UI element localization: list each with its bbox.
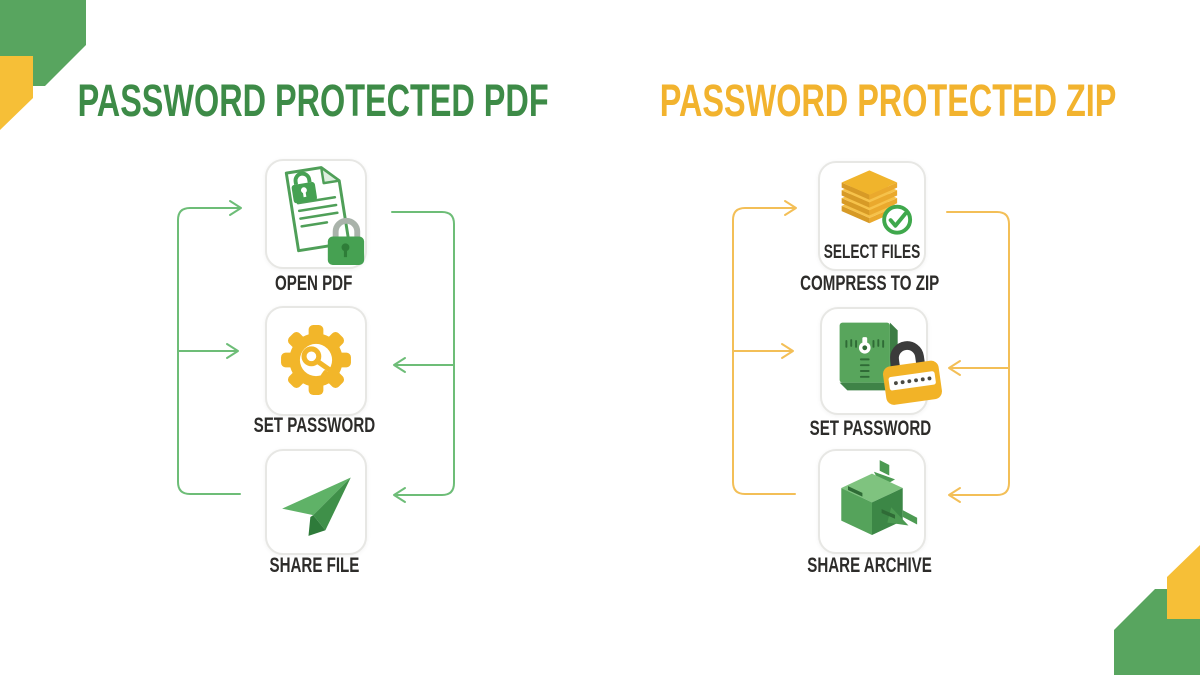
- select-files-label-text: SELECT FILES: [823, 242, 921, 263]
- file-stack-check-icon: [841, 170, 913, 235]
- card-set-password-pdf: [265, 306, 367, 416]
- zip-flow-title-text: PASSWORD PROTECTED ZIP: [659, 75, 1117, 126]
- corner-decoration-bottom-right: [1068, 539, 1200, 675]
- step-label-compress-to-zip: COMPRESS TO ZIP: [750, 272, 990, 296]
- gear-key-icon: [281, 325, 351, 395]
- step-label-open-pdf: OPEN PDF: [194, 272, 434, 296]
- step-label-share-file: SHARE FILE: [194, 554, 434, 578]
- step-label-set-password-zip: SET PASSWORD: [750, 417, 990, 441]
- paper-plane-icon: [282, 477, 351, 536]
- set-password-pdf-label-text: SET PASSWORD: [253, 414, 375, 437]
- share-file-label-text: SHARE FILE: [269, 554, 359, 577]
- compress-to-zip-label-text: COMPRESS TO ZIP: [800, 272, 940, 295]
- card-share-archive: [818, 449, 926, 554]
- open-pdf-label-text: OPEN PDF: [275, 272, 353, 295]
- set-password-zip-label-text: SET PASSWORD: [809, 417, 931, 440]
- card-set-password-zip: [820, 307, 942, 415]
- step-label-set-password-pdf: SET PASSWORD: [194, 414, 434, 438]
- card-open-pdf: [265, 159, 367, 269]
- zip-flow-title: PASSWORD PROTECTED ZIP: [588, 75, 1188, 126]
- pdf-flow-title-text: PASSWORD PROTECTED PDF: [77, 75, 549, 126]
- card-share-file: [265, 449, 367, 555]
- corner-decoration-top-left: [0, 0, 132, 136]
- step-label-share-archive: SHARE ARCHIVE: [750, 554, 990, 578]
- zip-folder-padlock-icon: [839, 322, 942, 405]
- pdf-lock-document-icon: [284, 166, 365, 265]
- compress-cube-icon: [841, 460, 918, 536]
- step-label-select-files: SELECT FILES: [820, 242, 924, 264]
- pdf-flow-title: PASSWORD PROTECTED PDF: [13, 75, 613, 126]
- share-archive-label-text: SHARE ARCHIVE: [807, 554, 933, 577]
- card-select-files: SELECT FILES: [818, 161, 926, 271]
